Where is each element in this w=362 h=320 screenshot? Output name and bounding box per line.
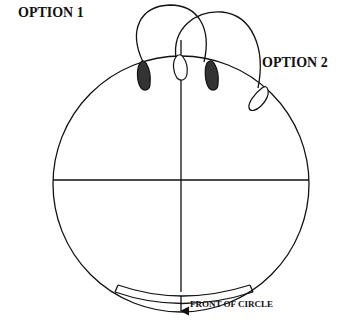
footprint-light: [173, 55, 187, 80]
option-1-path: [137, 5, 207, 62]
footprint-dark: [205, 61, 218, 90]
footprint-dark: [137, 61, 150, 90]
option-label: OPTION 1: [18, 6, 84, 20]
front-bracket: [118, 285, 250, 296]
front-bracket: [250, 285, 253, 292]
direction-label: FRONT OF CIRCLE: [190, 300, 273, 309]
footprint-light: [249, 87, 268, 111]
front-bracket: [115, 285, 118, 292]
option-label: OPTION 2: [262, 56, 328, 70]
